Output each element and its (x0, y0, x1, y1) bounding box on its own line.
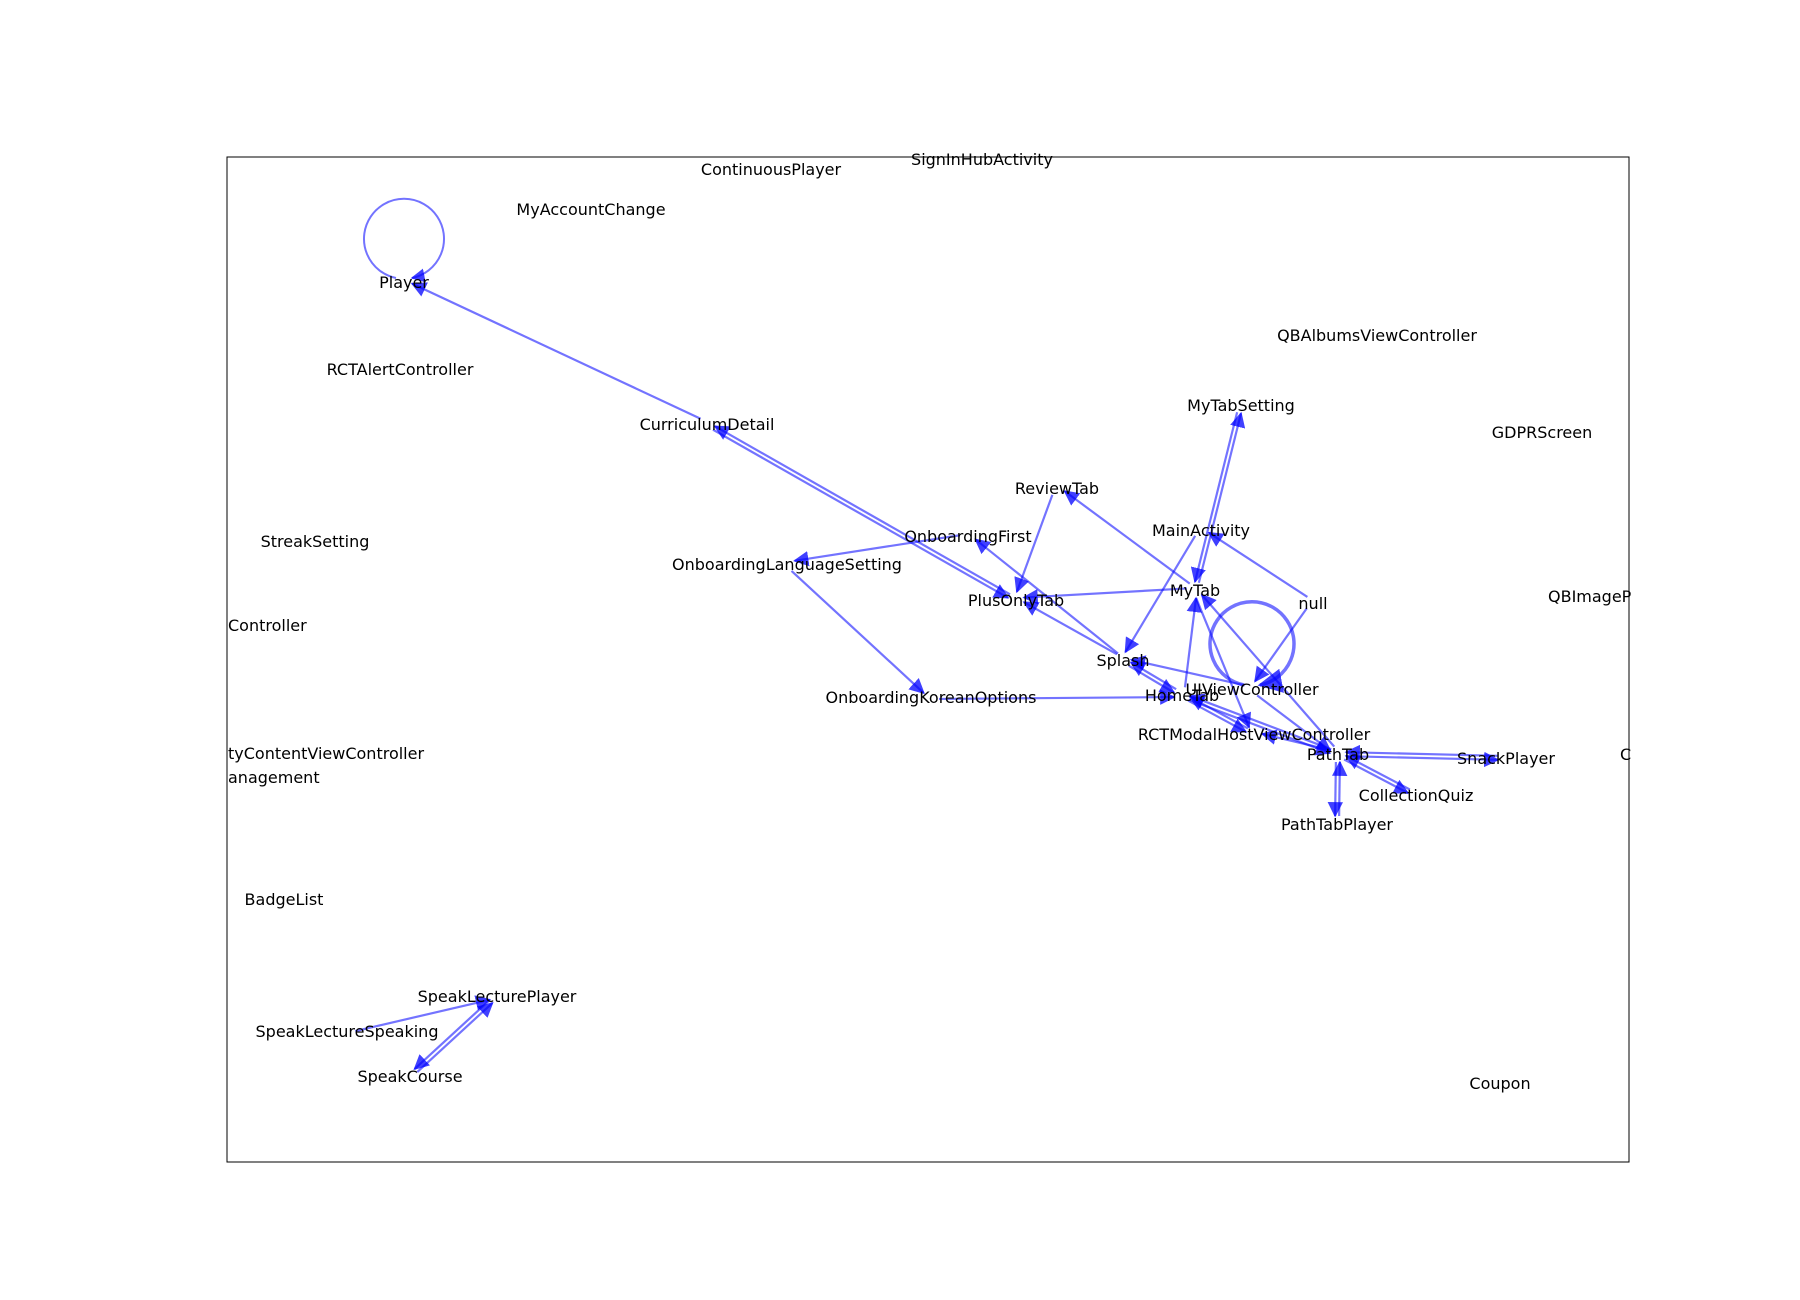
edge-onboarding-language-setting-to-onboarding-korean-options (790, 570, 925, 695)
edge-my-tab-to-review-tab (1063, 490, 1191, 585)
node-onboarding-korean-options: OnboardingKoreanOptions (826, 688, 1037, 707)
edge-path-tab-to-snack-player (1345, 751, 1500, 768)
node-my-tab: MyTab (1170, 581, 1220, 600)
node-curriculum-detail: CurriculumDetail (640, 415, 775, 434)
node-rctmodal-host-view-controller: RCTModalHostViewController (1138, 725, 1371, 744)
node-speak-lecture-player: SpeakLecturePlayer (418, 987, 577, 1006)
edges-layer (354, 197, 1500, 1073)
edge-player-to-player (363, 197, 445, 283)
node-speak-lecture-speaking: SpeakLectureSpeaking (256, 1022, 439, 1041)
edge-curriculum-detail-to-plus-only-tab (712, 428, 1010, 599)
node-qbimage-picker-controller: QBImageP (1548, 587, 1632, 606)
node-review-tab: ReviewTab (1015, 479, 1099, 498)
edge-path-tab-player-to-path-tab (1331, 760, 1348, 817)
edge-plus-only-tab-to-curriculum-detail (713, 425, 1011, 596)
edge-speak-course-to-speak-lecture-player (416, 1001, 494, 1073)
node-collection-quiz: CollectionQuiz (1359, 786, 1474, 805)
node-path-tab-player: PathTabPlayer (1281, 815, 1393, 834)
node-qbalbums-view-controller: QBAlbumsViewController (1277, 326, 1477, 345)
node-sign-in-hub-activity: SignInHubActivity (911, 150, 1053, 169)
edge-null-to-main-activity (1207, 531, 1308, 598)
node-activity-content-view-controller: tyContentViewController (228, 744, 424, 763)
node-onboarding-first: OnboardingFirst (904, 527, 1031, 546)
node-path-tab: PathTab (1307, 745, 1369, 764)
edge-main-activity-to-splash (1124, 535, 1197, 654)
edge-uiview-controller-to-uiview-controller (1208, 600, 1296, 693)
edge-snack-player-to-path-tab (1344, 744, 1499, 761)
node-main-activity: MainActivity (1152, 521, 1250, 540)
labels-layer: SignInHubActivityContinuousPlayerMyAccou… (228, 150, 1632, 1093)
edge-home-tab-to-path-tab (1188, 698, 1332, 756)
edge-path-tab-to-my-tab (1200, 593, 1336, 748)
node-badge-list: BadgeList (245, 890, 324, 909)
node-speak-course: SpeakCourse (357, 1067, 462, 1086)
edge-my-tab-to-rctmodal-host-view-controller (1195, 597, 1251, 729)
node-home-tab: HomeTab (1145, 686, 1219, 705)
node-continuous-player: ContinuousPlayer (701, 160, 842, 179)
node-null: null (1298, 594, 1327, 613)
node-management: anagement (228, 768, 320, 787)
edge-curriculum-detail-to-player (410, 282, 702, 420)
edge-my-tab-to-my-tab-setting (1197, 411, 1246, 583)
node-gdprscreen: GDPRScreen (1492, 423, 1593, 442)
node-splash: Splash (1096, 651, 1149, 670)
node-uiview-controller: UIViewController (1185, 680, 1319, 699)
node-my-tab-setting: MyTabSetting (1187, 396, 1295, 415)
node-rctalert-controller: RCTAlertController (327, 360, 474, 379)
node-plus-only-tab: PlusOnlyTab (968, 591, 1064, 610)
edge-null-to-uiview-controller (1254, 607, 1308, 683)
edge-onboarding-first-to-onboarding-language-setting (793, 534, 960, 567)
edge-onboarding-korean-options-to-home-tab (939, 689, 1176, 705)
edge-speak-lecture-speaking-to-speak-lecture-player (354, 995, 492, 1033)
edge-my-tab-to-plus-only-tab (1022, 587, 1187, 605)
node-edge-right: C (1620, 745, 1631, 764)
edge-collection-quiz-to-path-tab (1344, 754, 1411, 791)
node-photo-view-controller: Controller (228, 616, 307, 635)
edge-path-tab-to-home-tab (1188, 693, 1332, 751)
node-my-account-change: MyAccountChange (516, 200, 665, 219)
edge-my-tab-setting-to-my-tab (1190, 412, 1239, 584)
node-streak-setting: StreakSetting (261, 532, 370, 551)
edge-splash-to-plus-only-tab (1022, 601, 1118, 656)
edge-review-tab-to-plus-only-tab (1014, 494, 1054, 594)
edge-path-tab-to-path-tab-player (1327, 761, 1344, 818)
node-player: Player (379, 273, 429, 292)
node-snack-player: SnackPlayer (1457, 749, 1555, 768)
plot-frame (226, 156, 1630, 1163)
edge-uiview-controller-to-splash (1129, 655, 1245, 687)
node-coupon: Coupon (1469, 1074, 1530, 1093)
node-onboarding-language-setting: OnboardingLanguageSetting (672, 555, 902, 574)
